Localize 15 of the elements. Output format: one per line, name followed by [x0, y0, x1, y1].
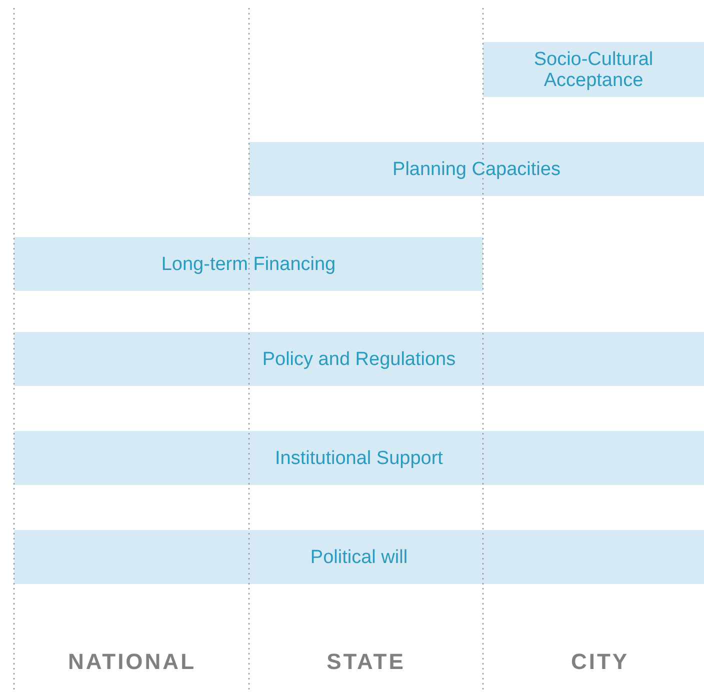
band-label: Policy and Regulations	[262, 348, 456, 370]
column-heading: STATE	[326, 649, 406, 675]
band-label: Institutional Support	[275, 448, 443, 468]
band-label: Long-term Financing	[161, 254, 336, 274]
band-bar	[14, 332, 704, 386]
band-bar	[14, 431, 704, 485]
band-label: Planning Capacities	[392, 158, 560, 180]
band-bar	[249, 142, 704, 196]
column-heading: NATIONAL	[68, 649, 196, 675]
band-label: Socio-Cultural Acceptance	[532, 48, 654, 90]
band-bar	[14, 530, 704, 584]
column-heading: CITY	[570, 649, 630, 675]
band-label: Political will	[310, 546, 408, 568]
band-bar	[14, 237, 483, 291]
band-bar	[483, 42, 704, 97]
